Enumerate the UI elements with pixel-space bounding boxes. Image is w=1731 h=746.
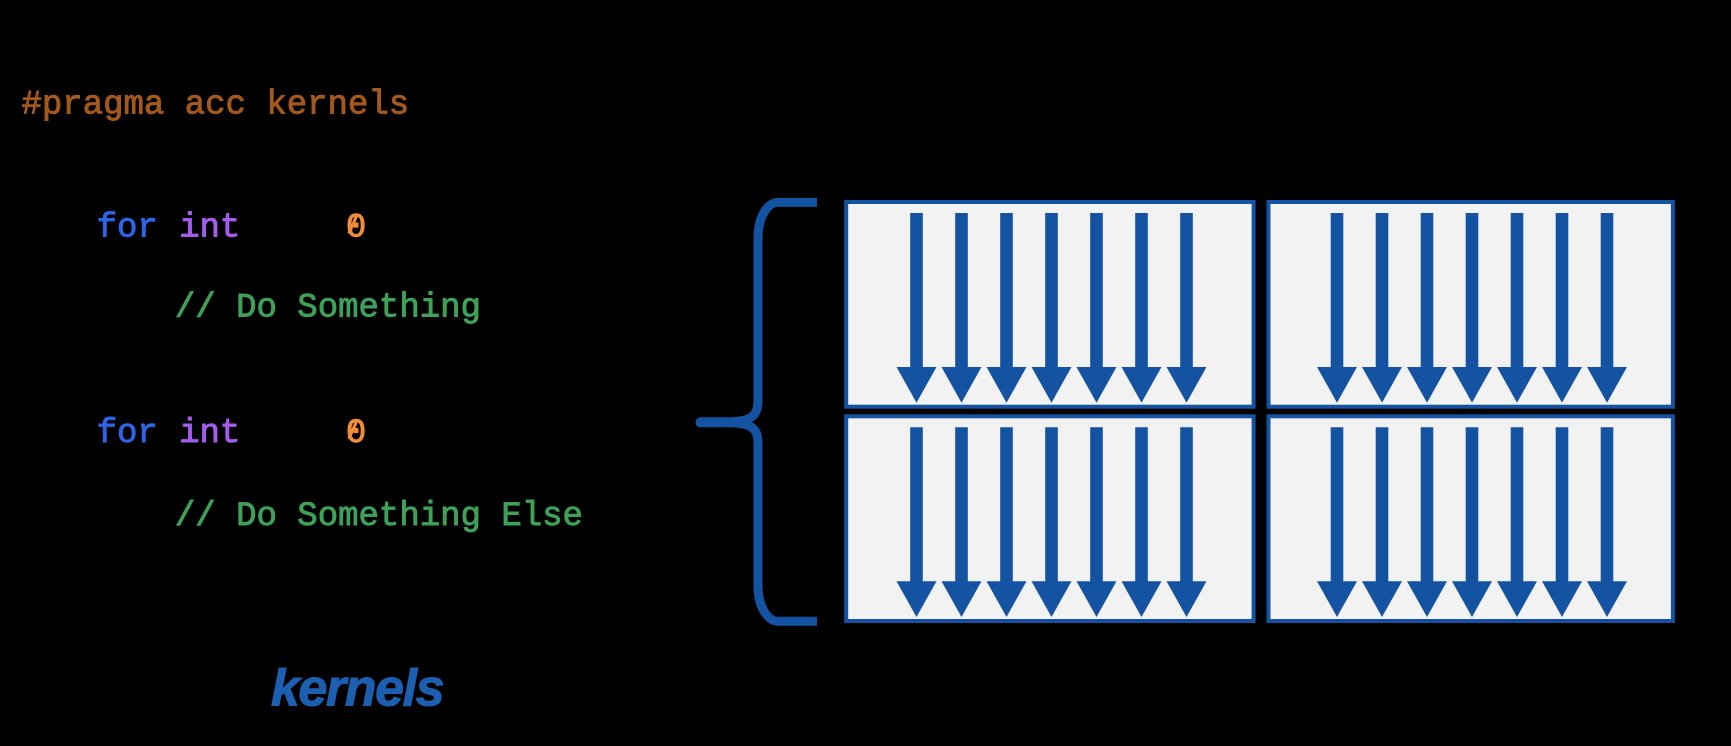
- svg-text:int: int: [179, 415, 240, 453]
- svg-text:0: 0: [346, 210, 366, 248]
- svg-text:// Do Something Else: // Do Something Else: [175, 498, 583, 536]
- svg-text:kernels: kernels: [271, 659, 444, 717]
- svg-text:int: int: [179, 210, 240, 248]
- svg-text:for: for: [97, 415, 158, 453]
- svg-text:#pragma acc kernels: #pragma acc kernels: [22, 87, 410, 125]
- svg-text:for: for: [97, 210, 158, 248]
- svg-text:0: 0: [346, 415, 366, 453]
- svg-text:// Do Something: // Do Something: [175, 290, 481, 328]
